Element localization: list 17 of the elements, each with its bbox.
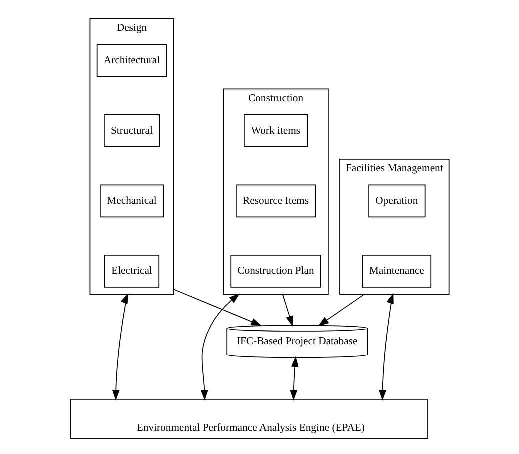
arrow [112,293,128,401]
node-box: Mechanical [100,184,164,218]
node-box: Structural [104,114,160,148]
node-box: Electrical [104,255,160,288]
arrow [318,294,365,326]
node-box: Operation [368,184,426,218]
node-box: Construction Plan [230,255,321,288]
node-box: Environmental Performance Analysis Engine (EPAE) [70,399,428,439]
arrow [200,294,240,401]
node-box: Resource Items [236,184,316,218]
arrow [290,356,298,401]
arrow [378,293,394,401]
node-box: Architectural [96,44,167,78]
arrow [172,289,262,326]
node-box: Work items [244,114,308,148]
arrow [282,294,293,327]
node-box: Maintenance [362,255,432,288]
